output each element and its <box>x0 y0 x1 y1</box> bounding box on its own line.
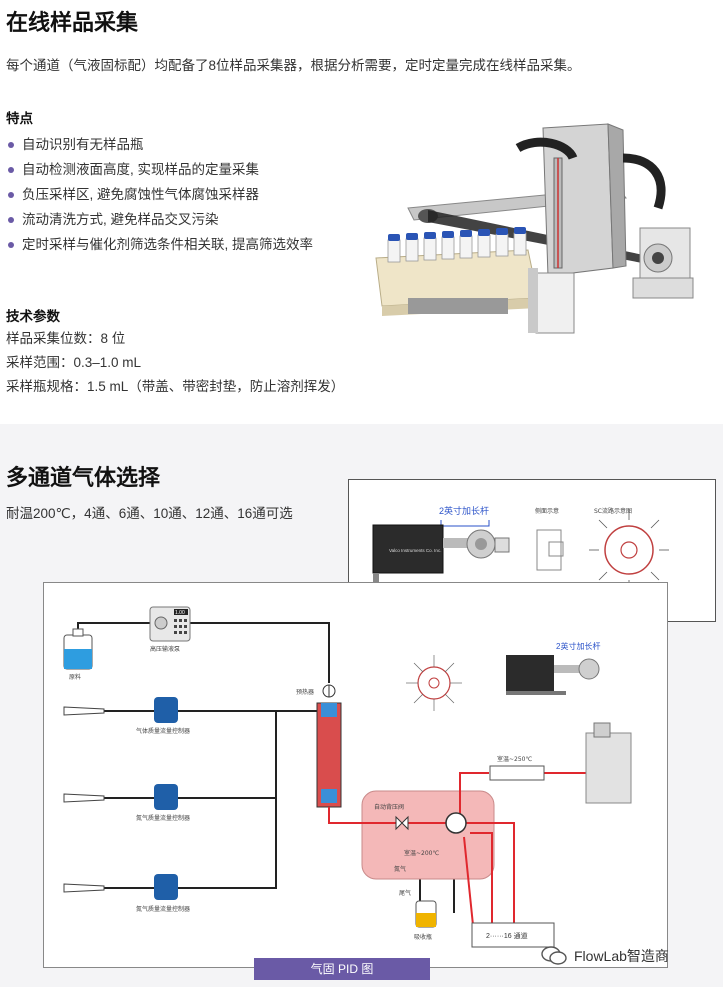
svg-text:2······16 通道: 2······16 通道 <box>486 931 528 940</box>
tech-params: 样品采集位数：8 位 采样范围：0.3–1.0 mL 采样瓶规格：1.5 mL（… <box>6 327 344 399</box>
tech-heading: 技术参数 <box>6 309 60 324</box>
svg-text:1.00: 1.00 <box>175 610 185 616</box>
bullet-icon <box>8 216 14 223</box>
tech-param: 采样瓶规格：1.5 mL（带盖、带密封垫，防止溶剂挥发） <box>6 379 345 394</box>
list-item: 自动检测液面高度, 实现样品的定量采集 <box>8 157 313 182</box>
section-intro: 每个通道（气液固标配）均配备了8位样品采集器，根据分析需要，定时定量完成在线样品… <box>6 58 581 73</box>
pid-diagram: 原料 1.00 高压输液泵 气体质量流量控制器 氮气质量流量控制器 氮气质量流量… <box>43 582 668 968</box>
svg-text:原料: 原料 <box>69 673 81 681</box>
list-item: 自动识别有无样品瓶 <box>8 132 313 157</box>
section-title: 多通道气体选择 <box>6 466 161 491</box>
svg-text:SC流路示意图: SC流路示意图 <box>594 507 632 515</box>
bullet-icon <box>8 241 14 248</box>
pid-drawing: 原料 1.00 高压输液泵 气体质量流量控制器 氮气质量流量控制器 氮气质量流量… <box>63 606 632 948</box>
svg-text:侧面示意: 侧面示意 <box>535 507 559 515</box>
svg-text:气体质量流量控制器: 气体质量流量控制器 <box>136 727 190 735</box>
tech-param: 采样范围：0.3–1.0 mL <box>6 355 142 370</box>
svg-text:预热器: 预热器 <box>296 688 314 696</box>
watermark: FlowLab智造商 <box>540 945 669 967</box>
tech-param: 样品采集位数：8 位 <box>6 331 126 346</box>
svg-text:2英寸加长杆: 2英寸加长杆 <box>439 505 489 516</box>
svg-text:氮气质量流量控制器: 氮气质量流量控制器 <box>136 905 190 913</box>
wechat-icon <box>541 946 567 965</box>
svg-text:高压输液泵: 高压输液泵 <box>150 645 180 653</box>
list-item: 流动清洗方式, 避免样品交叉污染 <box>8 207 313 232</box>
section-subtitle: 耐温200℃，4通、6通、10通、12通、16通可选 <box>6 506 293 521</box>
svg-text:氮气质量流量控制器: 氮气质量流量控制器 <box>136 814 190 822</box>
svg-text:尾气: 尾气 <box>399 889 411 897</box>
svg-text:Valco Instruments Co. Inc.: Valco Instruments Co. Inc. <box>389 548 441 553</box>
list-item: 定时采样与催化剂筛选条件相关联, 提高筛选效率 <box>8 232 313 257</box>
svg-text:室温~250℃: 室温~250℃ <box>497 755 532 763</box>
section-title: 在线样品采集 <box>6 11 139 36</box>
pid-caption: 气固 PID 图 <box>254 958 430 980</box>
watermark-text: FlowLab智造商 <box>574 948 669 964</box>
features-list: 自动识别有无样品瓶 自动检测液面高度, 实现样品的定量采集 负压采样区, 避免腐… <box>8 132 313 257</box>
list-item: 负压采样区, 避免腐蚀性气体腐蚀采样器 <box>8 182 313 207</box>
bullet-icon <box>8 141 14 148</box>
svg-text:氮气: 氮气 <box>394 865 406 873</box>
features-heading: 特点 <box>6 111 33 126</box>
section-sample-collection: 在线样品采集 每个通道（气液固标配）均配备了8位样品采集器，根据分析需要，定时定… <box>0 0 723 424</box>
autosampler-illustration <box>375 123 694 334</box>
svg-text:吸收瓶: 吸收瓶 <box>414 933 432 941</box>
bullet-icon <box>8 166 14 173</box>
svg-text:室温~200℃: 室温~200℃ <box>404 849 439 857</box>
svg-text:2英寸加长杆: 2英寸加长杆 <box>556 641 600 651</box>
svg-text:自动背压阀: 自动背压阀 <box>374 803 404 811</box>
bullet-icon <box>8 191 14 198</box>
